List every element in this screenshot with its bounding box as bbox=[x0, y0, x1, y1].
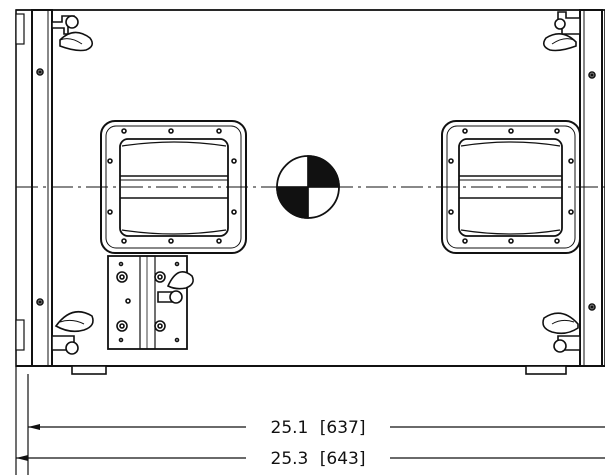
rigging-pin-bottom-right bbox=[542, 312, 581, 353]
center-of-gravity-icon bbox=[276, 155, 340, 219]
handle-screw-icon bbox=[168, 238, 174, 244]
handle-screw-icon bbox=[554, 128, 560, 134]
handle-screw-icon bbox=[554, 238, 560, 244]
handle-screw-icon bbox=[568, 209, 574, 215]
handle-screw-icon bbox=[462, 128, 468, 134]
handle-screw-icon bbox=[568, 158, 574, 164]
handle-screw-icon bbox=[107, 158, 113, 164]
rail-screw-icon bbox=[36, 298, 44, 306]
left-rigging-rail bbox=[15, 9, 53, 367]
rigging-pin-top-left bbox=[51, 15, 94, 52]
foot-right bbox=[525, 365, 567, 375]
foot-left bbox=[71, 365, 107, 375]
handle-screw-icon bbox=[448, 209, 454, 215]
handle-screw-icon bbox=[107, 209, 113, 215]
handle-screw-icon bbox=[508, 238, 514, 244]
dimension-lines bbox=[15, 366, 605, 475]
handle-screw-icon bbox=[168, 128, 174, 134]
rail-screw-icon bbox=[36, 68, 44, 76]
rigging-pin-bottom-left bbox=[51, 310, 94, 355]
rigging-pin-top-right bbox=[542, 11, 581, 52]
dimension-inner-label: 25.1 [637] bbox=[271, 418, 366, 438]
handle-screw-icon bbox=[448, 158, 454, 164]
mounting-bracket-icon bbox=[107, 255, 194, 350]
handle-screw-icon bbox=[508, 128, 514, 134]
right-rigging-rail bbox=[579, 9, 603, 367]
handle-screw-icon bbox=[216, 238, 222, 244]
handle-screw-icon bbox=[216, 128, 222, 134]
handle-screw-icon bbox=[462, 238, 468, 244]
handle-screw-icon bbox=[231, 158, 237, 164]
handle-screw-icon bbox=[231, 209, 237, 215]
dimension-outer-label: 25.3 [643] bbox=[271, 449, 366, 469]
handle-screw-icon bbox=[121, 238, 127, 244]
handle-screw-icon bbox=[121, 128, 127, 134]
rail-screw-icon bbox=[588, 71, 596, 79]
rail-screw-icon bbox=[588, 303, 596, 311]
